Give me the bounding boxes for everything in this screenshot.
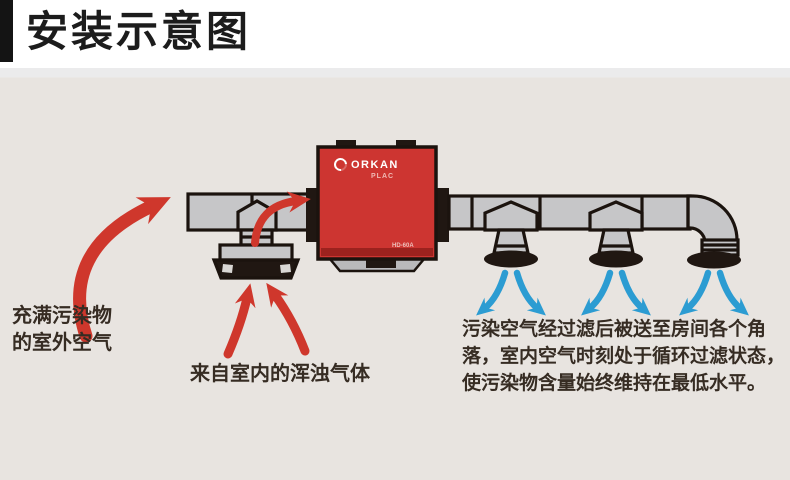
elbow-end-vent — [686, 194, 741, 269]
outdoor-air-line2: 的室外空气 — [12, 332, 112, 354]
page-title: 安装示意图 — [26, 8, 252, 55]
intake-vent-assembly — [211, 199, 301, 280]
brand-logo: ORKAN — [331, 155, 399, 174]
purifier-unit — [306, 140, 449, 273]
diagram-panel — [0, 68, 790, 480]
junction-flow-arrow — [251, 191, 311, 247]
description-line3: 使污染物含量始终维持在最低水平。 — [462, 373, 767, 394]
unit-sub-label: PLAC — [371, 173, 395, 180]
outdoor-air-label: 充满污染物 的室外空气 — [12, 303, 112, 357]
outdoor-air-line1: 充满污染物 — [12, 305, 112, 327]
indoor-intake-arrow-2 — [266, 282, 310, 356]
intake-grille — [211, 258, 301, 280]
indoor-intake-arrow-1 — [223, 283, 256, 359]
brand-name: ORKAN — [351, 158, 399, 171]
clean-air-arrows — [476, 269, 749, 316]
description-line2: 落，室内空气时刻处于循环过滤状态， — [462, 346, 786, 367]
outdoor-intake-arrow — [73, 197, 171, 343]
description-line1: 污染空气经过滤后被送至房间各个角 — [462, 319, 767, 340]
title-accent-bar — [0, 0, 13, 62]
polluted-air-arrows — [73, 191, 311, 359]
purifier-body — [316, 145, 438, 261]
ceiling-diffuser-2 — [588, 200, 644, 268]
orkan-logo-icon — [331, 155, 350, 174]
unit-model-label: HD-60A — [392, 243, 414, 249]
description-paragraph: 污染空气经过滤后被送至房间各个角 落，室内空气时刻处于循环过滤状态， 使污染物含… — [462, 316, 785, 397]
ceiling-diffuser-1 — [483, 200, 539, 268]
indoor-air-label: 来自室内的浑浊气体 — [190, 363, 370, 385]
